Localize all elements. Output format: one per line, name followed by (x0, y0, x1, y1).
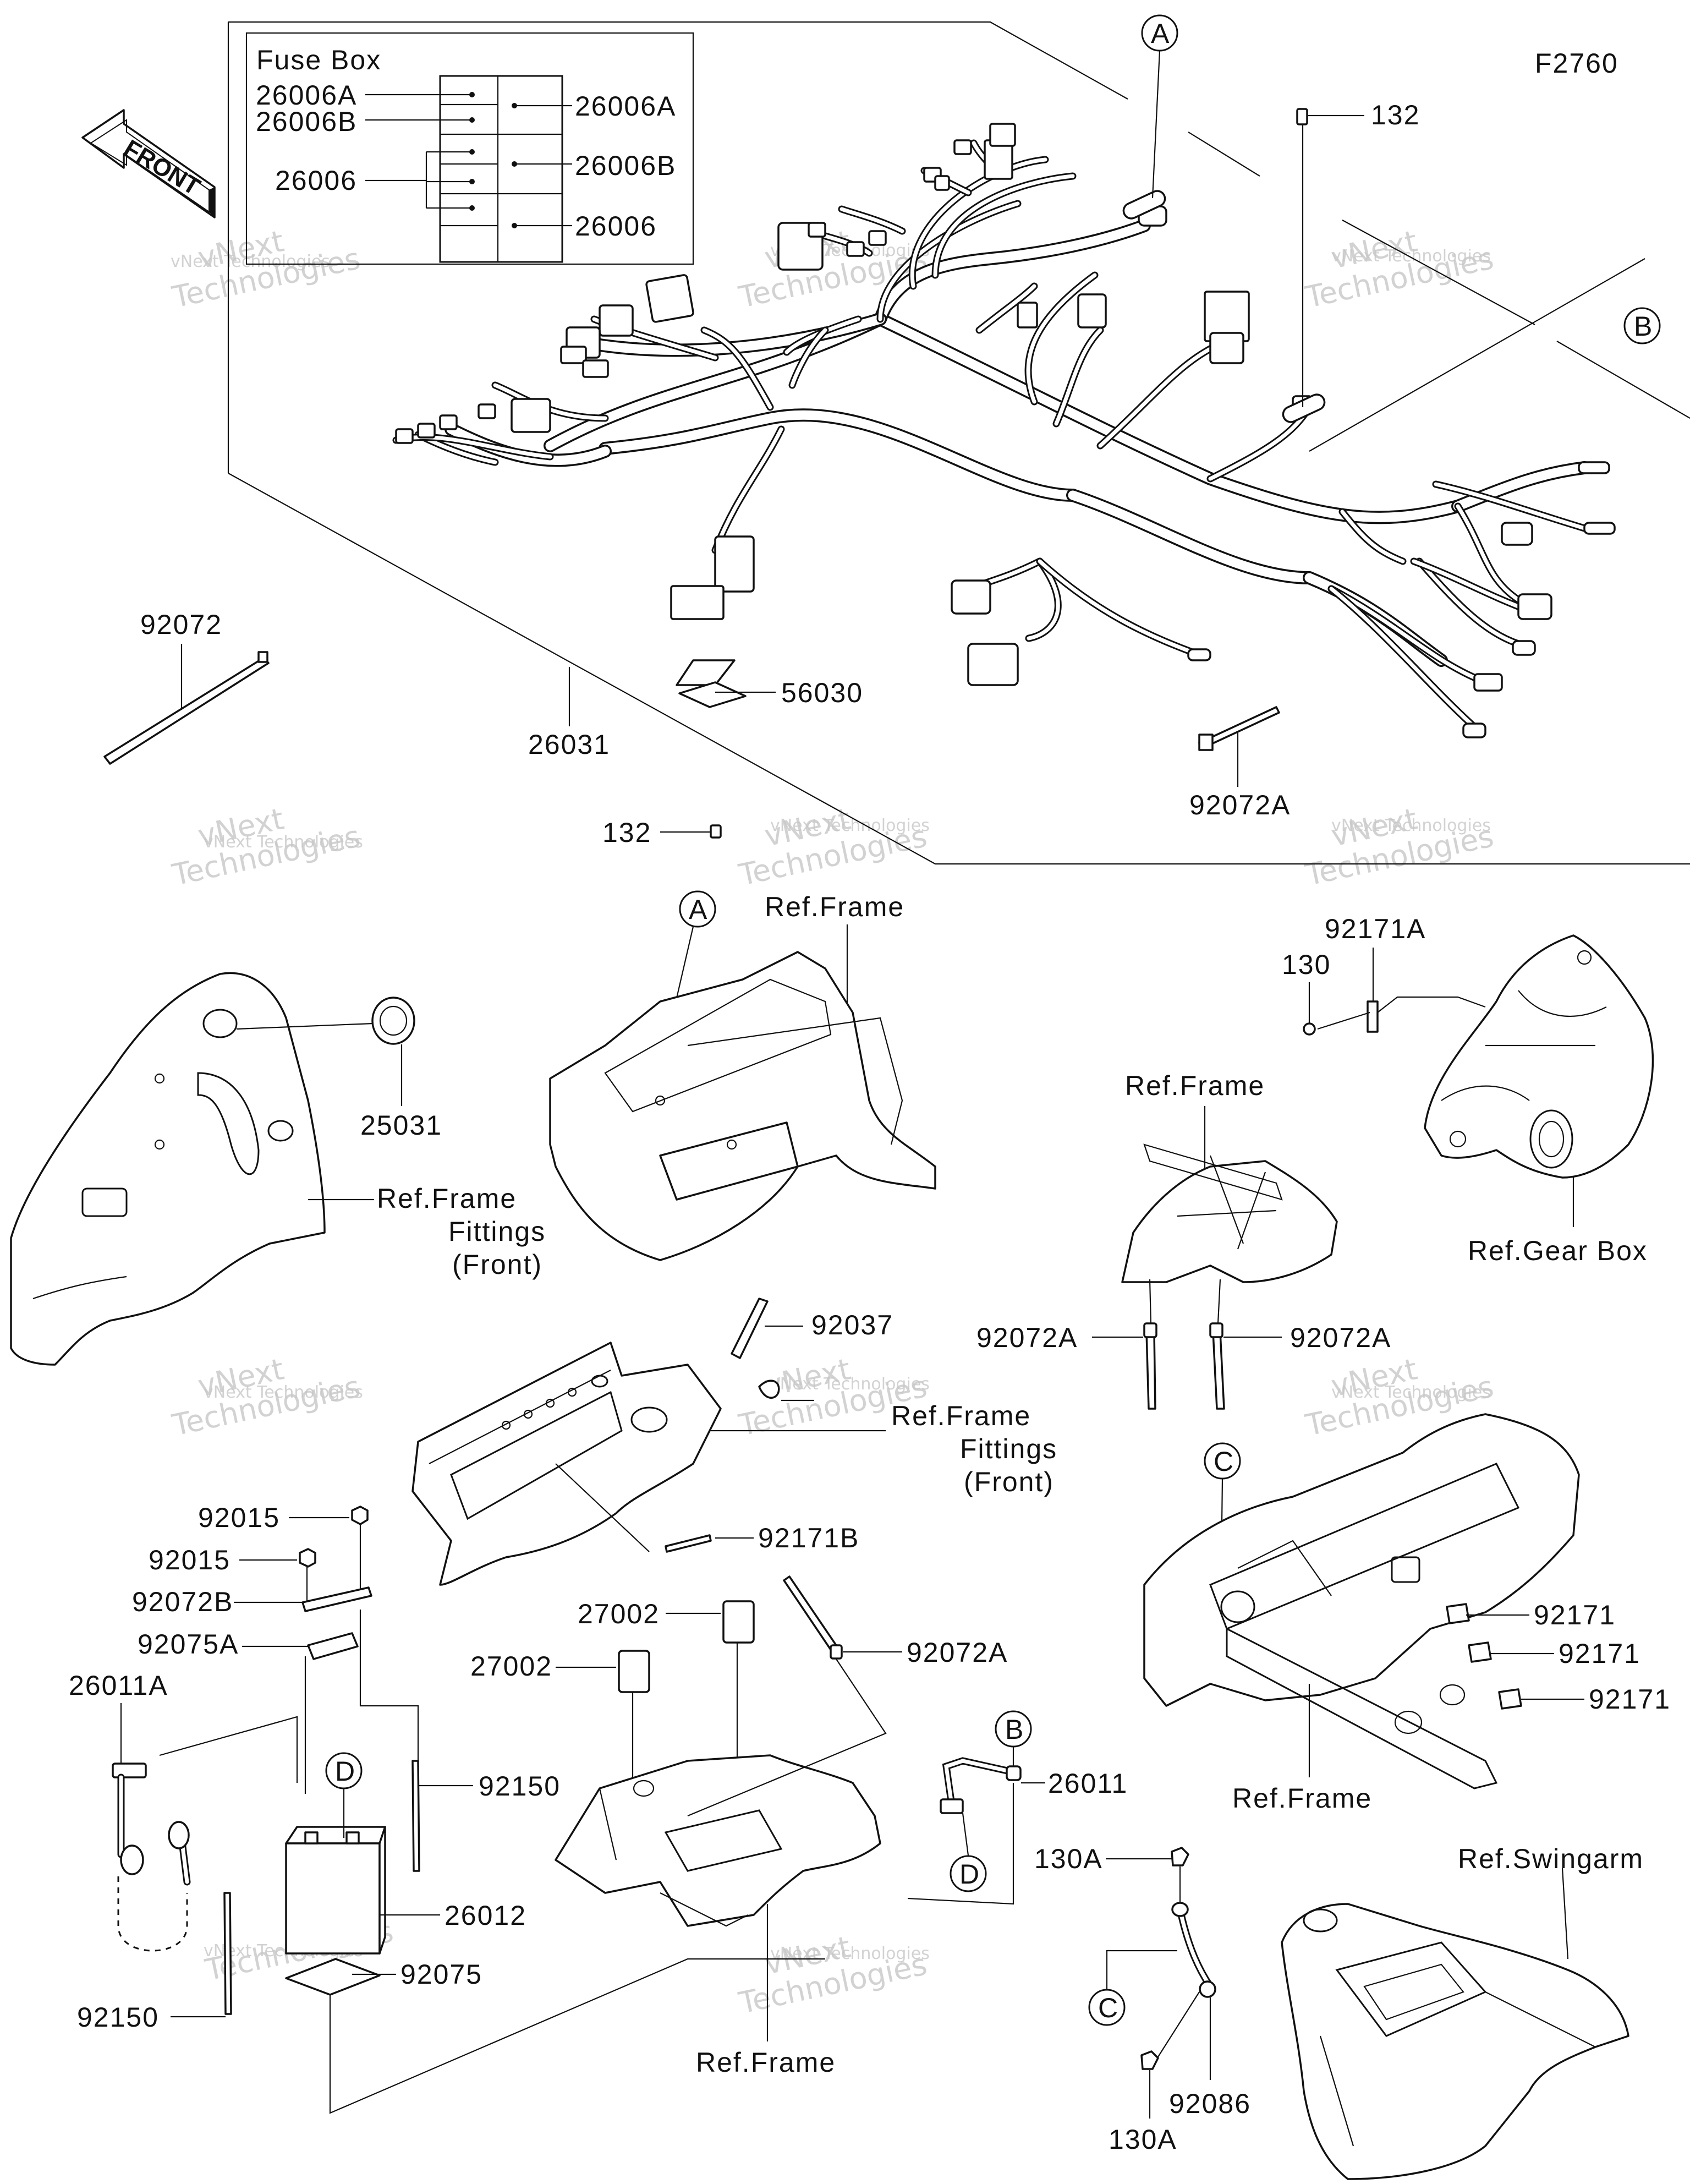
part-92086: 92086 (1169, 2088, 1251, 2119)
part-92075: 92075 (400, 1959, 482, 1990)
part-92075a: 92075A (138, 1629, 239, 1660)
part-26012: 26012 (445, 1900, 526, 1931)
watermark-small: vNext Technologies (770, 1375, 930, 1394)
fuse-box-icon (439, 75, 563, 263)
part-92150-right: 92150 (479, 1771, 561, 1802)
callout-a-frame-icon (679, 890, 716, 928)
callout-d-cable: D (959, 1859, 980, 1890)
clip-92171-icon (1446, 1603, 1522, 1710)
gear-box-section: 130 92171A Ref.Gear Box Ref.Frame (976, 913, 1654, 1410)
part-92015-b: 92015 (149, 1545, 231, 1575)
watermark-small: vNext Technologies (204, 1383, 363, 1402)
battery-tray-section: 27002 27002 Ref.Frame 92072A B 26011 D (470, 1575, 1128, 2078)
part-26011: 26011 (1048, 1768, 1128, 1799)
ref-frame-fittings-1c: (Front) (452, 1249, 542, 1280)
callout-d-batt: D (335, 1756, 356, 1787)
part-132-top: 132 (1371, 100, 1420, 130)
harness-enclosure (227, 21, 1690, 865)
part-130a-bottom: 130A (1109, 2124, 1177, 2155)
ref-frame-fittings-2b: Fittings (960, 1433, 1057, 1464)
front-arrow-label: FRONT (119, 135, 205, 201)
watermark-small: vNext Technologies (770, 816, 930, 835)
part-92072a-right: 92072A (1290, 1322, 1391, 1353)
ref-frame-fittings-1: Ref.Frame (377, 1183, 517, 1214)
harness-labels: A B 132 26031 56030 92072 92072A (103, 14, 1661, 820)
part-26031: 26031 (528, 729, 610, 760)
fuse-label-right-1: 26006A (575, 91, 676, 122)
part-92072a-mid: 92072A (907, 1637, 1008, 1668)
ref-frame-fittings-1b: Fittings (448, 1216, 546, 1247)
watermark-small: vNext Technologies (171, 252, 330, 271)
part-27002-b: 27002 (470, 1651, 552, 1682)
callout-d-cable-icon (950, 1855, 987, 1892)
part-92171b: 92171B (758, 1523, 859, 1553)
callout-b-top: B (1634, 311, 1653, 342)
front-fittings-plate: 92037 Ref.Frame Fittings (Front) 92171B (411, 1298, 1057, 1586)
cable-tie-92072a-icon (1198, 706, 1280, 751)
frame-c-section: C Ref.Frame 92171 92171 92171 (1143, 1413, 1671, 1814)
part-132-mid: 132 (602, 817, 651, 848)
figure-code: F2760 (1535, 48, 1618, 79)
part-92171-b: 92171 (1559, 1638, 1640, 1669)
swingarm-section: 130A C 130A 92086 Ref.Swingarm (1034, 1843, 1644, 2180)
ref-frame-fittings-2: Ref.Frame (891, 1400, 1031, 1431)
callout-a-top: A (1151, 18, 1170, 49)
callout-c-frame: C (1214, 1446, 1234, 1477)
front-direction-arrow-icon: FRONT (81, 109, 216, 218)
fuse-label-right-2: 26006B (575, 150, 676, 181)
part-25031: 25031 (360, 1110, 442, 1141)
watermark-small: vNext Technologies (1331, 1383, 1491, 1402)
callout-c-bottom: C (1098, 1993, 1119, 2023)
part-130: 130 (1282, 949, 1331, 980)
fuse-label-left-3: 26006 (275, 165, 357, 196)
part-92037: 92037 (811, 1310, 893, 1340)
part-92171-c: 92171 (1589, 1684, 1671, 1715)
watermark-small: vNext Technologies (1331, 247, 1491, 266)
part-92171a: 92171A (1325, 913, 1426, 944)
watermark-small: vNext Technologies (204, 833, 363, 852)
part-92072a-top: 92072A (1189, 790, 1291, 820)
watermark-small: vNext Technologies (770, 1944, 930, 1963)
part-130a-top: 130A (1034, 1843, 1103, 1874)
frame-fittings-front-left: Ref.Frame Fittings (Front) 25031 (10, 972, 546, 1366)
ref-frame-top: Ref.Frame (765, 891, 904, 922)
part-92015-a: 92015 (198, 1502, 280, 1533)
ref-gear-box: Ref.Gear Box (1468, 1235, 1648, 1266)
main-wiring-harness (392, 123, 1616, 738)
fuse-label-left-2: 26006B (256, 106, 357, 137)
ref-frame-right: Ref.Frame (1125, 1070, 1265, 1101)
ref-frame-bottom: Ref.Frame (696, 2047, 836, 2078)
battery-26012-icon (285, 1826, 386, 1955)
part-27002-a: 27002 (578, 1599, 660, 1629)
part-56030: 56030 (781, 677, 863, 708)
part-26011a: 26011A (69, 1670, 168, 1701)
clip-92037-icon (731, 1298, 769, 1359)
part-92171-a: 92171 (1534, 1600, 1616, 1630)
ref-swingarm: Ref.Swingarm (1458, 1843, 1644, 1874)
part-92072b: 92072B (132, 1586, 233, 1617)
cable-tie-92072-icon (103, 651, 270, 765)
callout-b-mid: B (1005, 1714, 1024, 1745)
fuse-box-title: Fuse Box (256, 45, 381, 75)
fuse-label-right-3: 26006 (575, 211, 657, 242)
watermark-small: vNext Technologies (1331, 816, 1491, 835)
callout-a-frame: A (689, 894, 708, 925)
callout-b-icon (1623, 307, 1661, 344)
ref-frame-fittings-2c: (Front) (964, 1466, 1054, 1497)
part-92072: 92072 (140, 609, 222, 640)
ref-frame-c: Ref.Frame (1232, 1783, 1372, 1814)
frame-a-section: 132 A Ref.Frame (549, 817, 936, 1261)
fuse-label-left-1: 26006A (256, 80, 357, 111)
part-92150-left: 92150 (77, 2002, 159, 2033)
part-92072a-left: 92072A (976, 1322, 1078, 1353)
grommet-25031-icon (371, 997, 415, 1045)
battery-section: 92015 92015 92072B 92075A 26011A 92150 (69, 1502, 825, 2114)
fuse-box-inset: Fuse Box 26006A 26006B 26006 26006A 2600… (245, 32, 694, 265)
